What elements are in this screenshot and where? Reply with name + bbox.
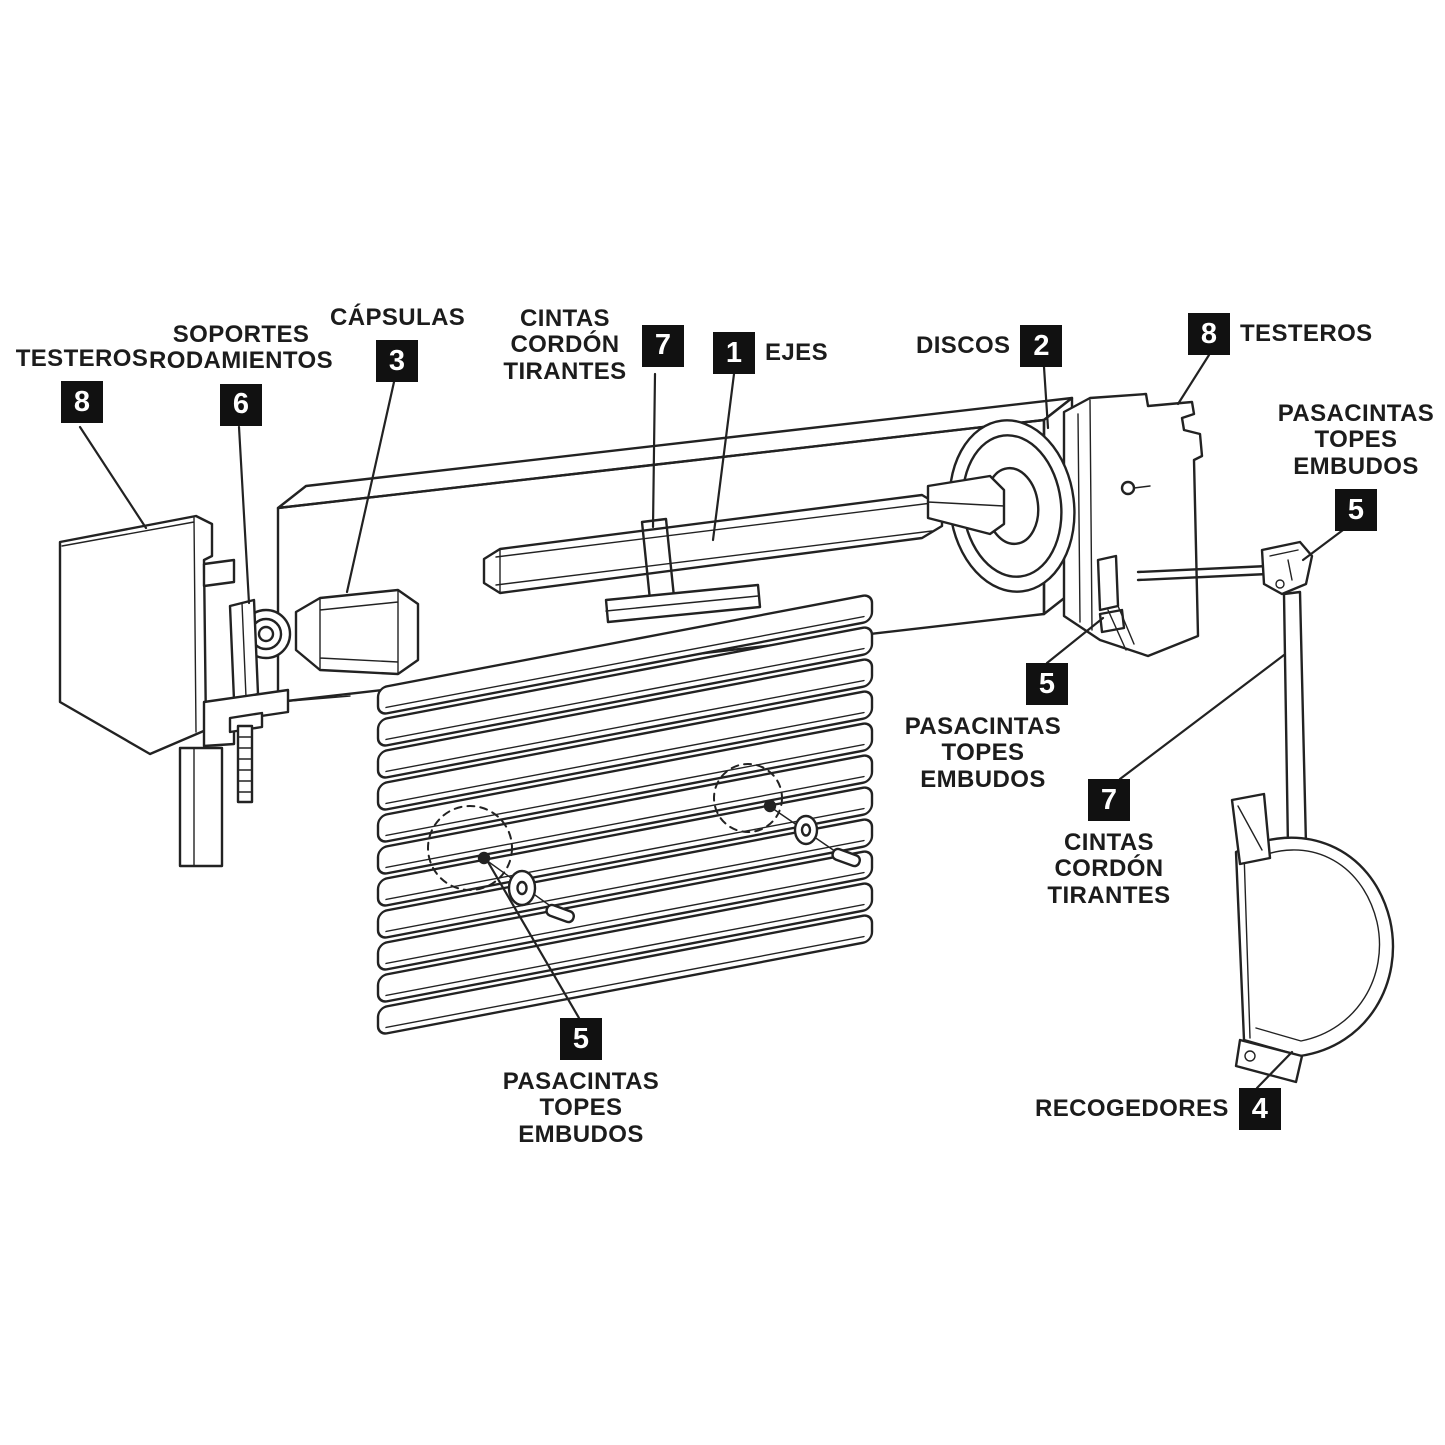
label-text: SOPORTES RODAMIENTOS [149, 321, 333, 375]
bearing-support [178, 598, 290, 868]
label-pasacintas-right: PASACINTAS TOPES EMBUDOS 5 [1272, 400, 1440, 532]
label-testeros-left: TESTEROS 8 [12, 345, 152, 424]
leader-lines [78, 353, 1353, 1090]
part-number-badge: 5 [1335, 489, 1377, 532]
label-capsulas: CÁPSULAS 3 [330, 304, 466, 383]
tape-recoiler [1230, 792, 1395, 1084]
label-text: CINTAS CORDÓN TIRANTES [503, 305, 627, 385]
label-text: CINTAS CORDÓN TIRANTES [1047, 829, 1171, 909]
part-number-badge: 5 [560, 1018, 602, 1060]
curtain-detail-right [713, 763, 861, 868]
label-text: PASACINTAS TOPES EMBUDOS [502, 1068, 660, 1148]
recoiler-flap [1234, 1038, 1304, 1084]
strap [1282, 590, 1308, 850]
part-number-badge: 7 [1088, 779, 1130, 821]
part-number-badge: 8 [1188, 313, 1230, 355]
label-recogedores: RECOGEDORES 4 [1035, 1088, 1281, 1130]
part-number-badge: 8 [61, 381, 103, 424]
part-number-badge: 7 [642, 324, 684, 367]
part-number-badge: 4 [1238, 1088, 1281, 1130]
strap-band [604, 517, 762, 624]
part-number-badge: 1 [713, 332, 755, 374]
label-soportes-rodamientos: SOPORTES RODAMIENTOS 6 [146, 321, 336, 426]
part-number-badge: 3 [376, 340, 418, 383]
curtain-slats [376, 594, 874, 1035]
label-testeros-right: 8 TESTEROS [1188, 313, 1373, 355]
curtain-detail-left [427, 805, 575, 924]
part-number-badge: 2 [1020, 325, 1063, 367]
part-number-badge: 5 [1026, 663, 1068, 705]
label-text: RECOGEDORES [1035, 1094, 1229, 1122]
disc [926, 419, 1076, 593]
capsule [294, 588, 420, 676]
label-cintas-cordon-top: CINTAS CORDÓN TIRANTES 7 [498, 305, 684, 385]
label-cintas-cordon-right: 7 CINTAS CORDÓN TIRANTES [1042, 779, 1176, 909]
label-text: TESTEROS [15, 345, 149, 372]
label-text: PASACINTAS TOPES EMBUDOS [1277, 400, 1435, 480]
axle [482, 493, 944, 595]
funnel [1260, 540, 1314, 596]
label-pasacintas-bottom: 5 PASACINTAS TOPES EMBUDOS [497, 1018, 665, 1148]
part-number-badge: 6 [220, 383, 262, 426]
label-pasacintas-mid: 5 PASACINTAS TOPES EMBUDOS [898, 663, 1068, 793]
tape-guide-bracket [1096, 554, 1135, 651]
label-ejes: 1 EJES [713, 332, 828, 374]
label-discos: DISCOS 2 [916, 325, 1063, 367]
label-text: TESTEROS [1240, 319, 1373, 347]
label-text: PASACINTAS TOPES EMBUDOS [904, 713, 1062, 793]
label-text: EJES [765, 338, 828, 366]
left-end-cap [58, 514, 236, 756]
label-text: CÁPSULAS [330, 304, 466, 331]
label-text: DISCOS [916, 331, 1011, 359]
right-end-cap [1062, 392, 1204, 658]
